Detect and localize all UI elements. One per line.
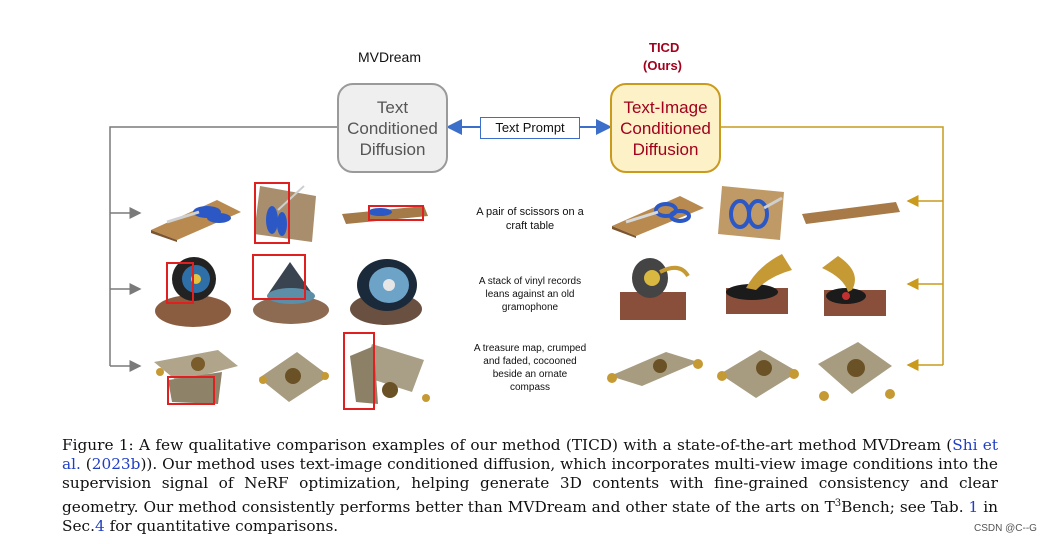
watermark: CSDN @C--G — [974, 523, 1037, 534]
box-line: Conditioned — [620, 118, 711, 138]
prompt-line: A stack of vinyl records — [478, 276, 582, 287]
mvdream-scissors-view-1 — [151, 200, 241, 242]
caption-text: for quantitative comparisons. — [104, 516, 339, 535]
ticd-scissors-view-3 — [802, 202, 900, 224]
prompt-line: beside an ornate — [492, 369, 568, 380]
prompt-line: gramophone — [501, 302, 559, 313]
prompt-line: leans against an old — [485, 289, 575, 300]
ticd-map-view-2 — [717, 350, 799, 398]
ticd-label: TICD — [649, 40, 680, 55]
mvdream-gramophone-view-2 — [253, 262, 329, 324]
caption-text: Figure 1: A few qualitative comparison e… — [62, 436, 953, 454]
mvdream-map-view-2 — [259, 352, 329, 402]
figure-caption: Figure 1: A few qualitative comparison e… — [62, 436, 998, 536]
prompt-line: craft table — [505, 220, 555, 232]
mvdream-map-view-3 — [350, 344, 430, 404]
box-line: Diffusion — [359, 139, 426, 159]
table-ref-link[interactable]: 1 — [968, 497, 979, 516]
box-line: Conditioned — [347, 118, 438, 138]
caption-text: )). Our method uses text-image condition… — [62, 455, 998, 516]
caption-text: ( — [80, 455, 92, 474]
prompt-scissors: A pair of scissors on a craft table — [458, 205, 602, 233]
ticd-scissors-view-2 — [718, 186, 784, 240]
caption-text: in Sec. — [62, 497, 998, 535]
artifact-highlight — [254, 182, 290, 244]
prompt-line: compass — [509, 382, 550, 393]
ours-label: (Ours) — [643, 58, 682, 73]
prompt-gramophone: A stack of vinyl records leans against an… — [458, 275, 602, 314]
ticd-map-view-3 — [818, 342, 895, 401]
citation-year-link[interactable]: 2023b — [91, 455, 141, 474]
box-line: Text-Image — [623, 97, 708, 117]
superscript: 3 — [834, 497, 842, 509]
ticd-gramophone-view-3 — [822, 256, 886, 316]
box-line: Diffusion — [632, 139, 699, 159]
prompt-treasure-map: A treasure map, crumped and faded, cocoon… — [458, 342, 602, 394]
citation-link[interactable]: et al. — [62, 436, 998, 474]
mvdream-gramophone-view-3 — [350, 259, 422, 325]
artifact-highlight — [252, 254, 306, 300]
box-line: Text — [376, 97, 409, 117]
mvdream-scissors-view-2 — [254, 185, 316, 242]
prompt-line: and faded, cocooned — [483, 356, 577, 367]
caption-text: Bench; see Tab. — [841, 497, 969, 516]
section-ref-link[interactable]: 4 — [94, 516, 105, 535]
mvdream-map-view-1 — [154, 350, 238, 404]
ticd-gramophone-view-2 — [726, 254, 792, 314]
prompt-line: A treasure map, crumped — [473, 343, 587, 354]
artifact-highlight — [343, 332, 375, 410]
mvdream-label: MVDream — [358, 49, 422, 65]
prompt-line: A pair of scissors on a — [476, 206, 584, 218]
artifact-highlight — [167, 376, 215, 405]
ticd-map-view-1 — [607, 352, 703, 386]
citation-link[interactable]: Shi — [952, 436, 978, 454]
ticd-scissors-view-1 — [612, 196, 704, 238]
text-prompt-box: Text Prompt — [480, 117, 580, 139]
artifact-highlight — [166, 262, 194, 304]
ticd-gramophone-view-1 — [620, 258, 690, 320]
mvdream-scissors-view-3 — [342, 206, 428, 224]
artifact-highlight — [368, 205, 424, 221]
